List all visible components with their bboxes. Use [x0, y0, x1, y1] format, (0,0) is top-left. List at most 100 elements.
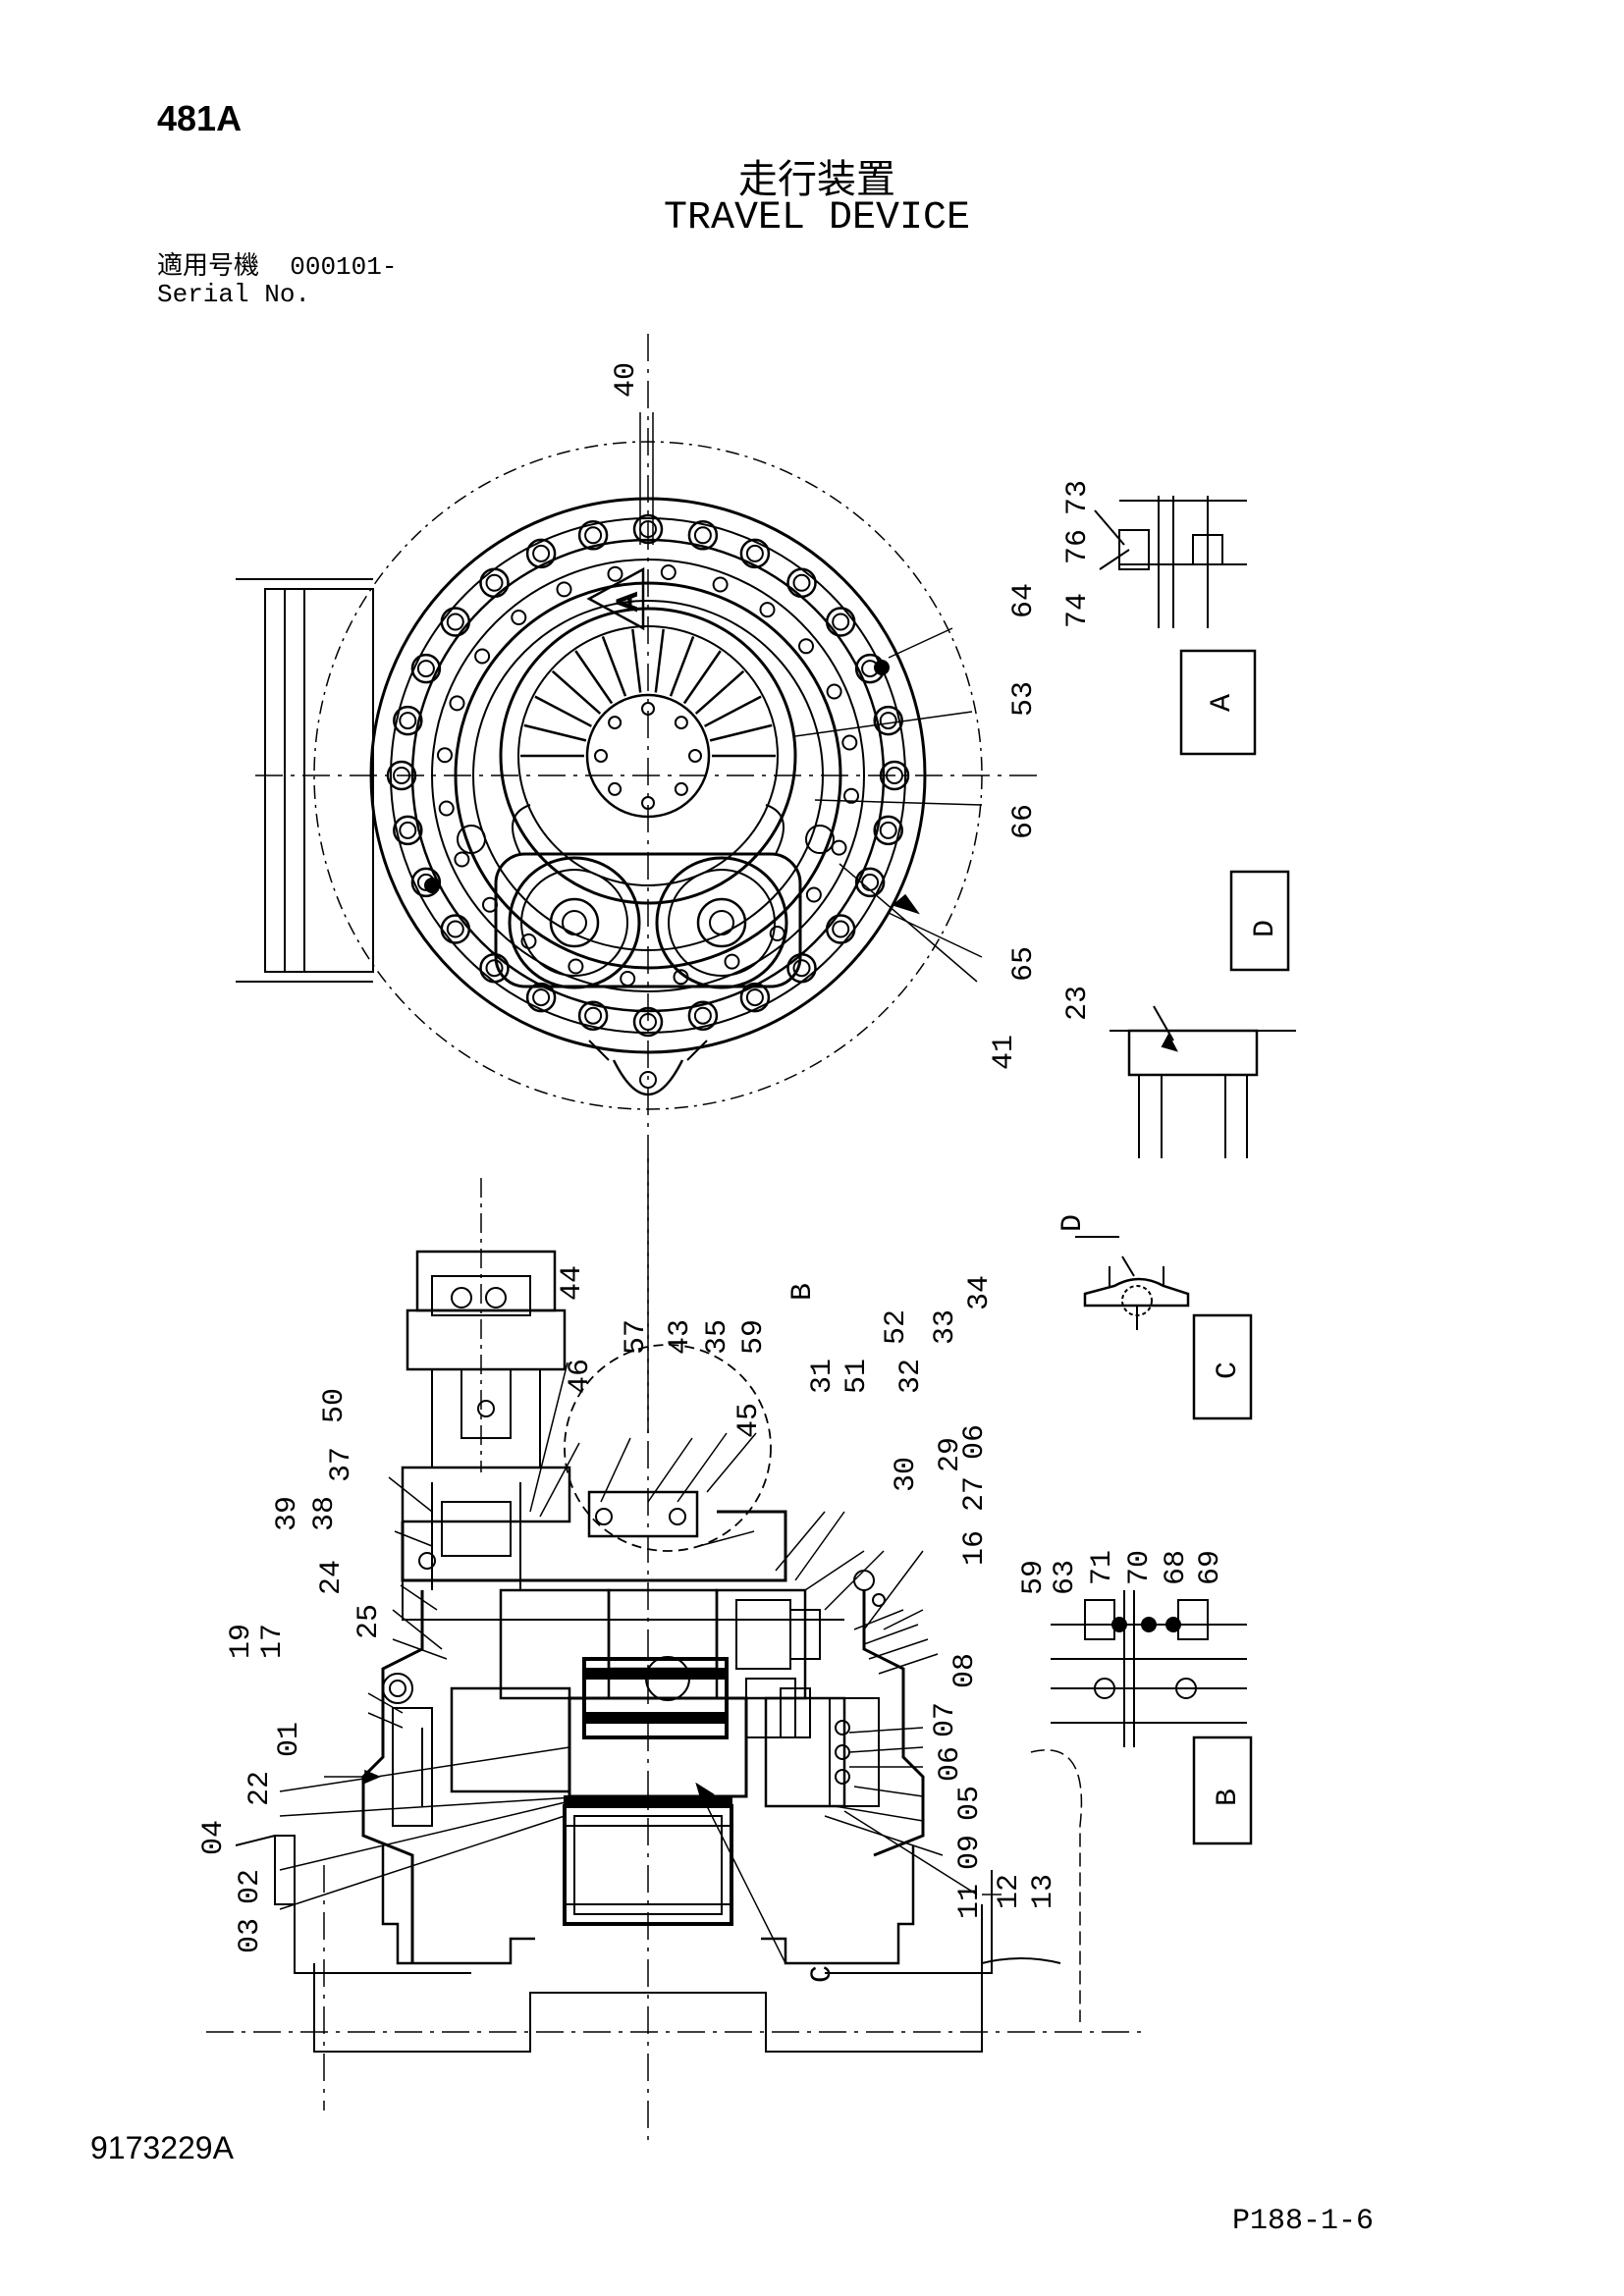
- callout-b-68: 68: [1160, 1550, 1193, 1585]
- hub-bolt: [674, 781, 688, 796]
- flange-bolt-inner: [446, 920, 464, 938]
- ring-bolt: [511, 610, 527, 625]
- flange-bolt-inner: [832, 920, 850, 938]
- flange-bolt-inner: [446, 613, 464, 631]
- callout-b-69: 69: [1194, 1550, 1227, 1585]
- callout-b-70: 70: [1123, 1550, 1157, 1585]
- flange-bolt-inner: [879, 821, 897, 839]
- flange-bolt-inner: [693, 1006, 712, 1025]
- spoke: [574, 650, 614, 705]
- hub-bolt: [594, 749, 608, 763]
- flange-bolt: [825, 607, 856, 637]
- flange-bolt: [393, 705, 423, 736]
- ring-bolt: [841, 734, 858, 751]
- flange-bolt: [739, 982, 771, 1013]
- callout-13: 13: [1027, 1874, 1060, 1909]
- flange-bolt: [786, 567, 817, 599]
- flange-bolt-inner: [792, 959, 811, 978]
- flange-bolt-inner: [584, 526, 603, 545]
- callout-30: 30: [890, 1457, 923, 1492]
- flange-bolt: [687, 1000, 719, 1031]
- callout-b-63: 63: [1049, 1560, 1082, 1595]
- callout-37: 37: [325, 1447, 358, 1482]
- hub-bolt: [641, 702, 655, 716]
- ring-bolt: [607, 565, 623, 582]
- callout-59: 59: [737, 1319, 771, 1355]
- section-marker-b: B: [786, 1283, 820, 1301]
- flange-bolt: [687, 520, 719, 551]
- ring-bolt: [798, 638, 814, 655]
- spoke: [709, 723, 773, 742]
- callout-22: 22: [244, 1771, 277, 1806]
- callout-39: 39: [271, 1496, 304, 1531]
- serial-value: 000101-: [290, 252, 398, 282]
- callout-65: 65: [1007, 946, 1041, 982]
- bolt-circle: [386, 513, 910, 1038]
- hub-bolt: [688, 749, 702, 763]
- spoke: [601, 635, 627, 697]
- callout-31: 31: [806, 1359, 839, 1394]
- flange-bolt-inner: [532, 988, 551, 1007]
- callout-06-upper: 06: [958, 1424, 992, 1460]
- callout-07: 07: [929, 1702, 962, 1737]
- callout-19: 19: [225, 1624, 258, 1659]
- spoke: [704, 695, 762, 727]
- ring-bolt: [805, 886, 822, 903]
- callout-52: 52: [880, 1309, 913, 1345]
- ring-bolt: [712, 576, 729, 593]
- flange-bolt-inner: [485, 959, 504, 978]
- document-number: 9173229A: [90, 2130, 234, 2165]
- flange-bolt-inner: [584, 1006, 603, 1025]
- flange-bolt-inner: [399, 712, 417, 730]
- callout-35: 35: [701, 1319, 734, 1355]
- flange-bolt: [577, 1000, 609, 1031]
- flange-bolt: [577, 520, 609, 551]
- callout-11: 11: [953, 1884, 987, 1919]
- serial-block: 適用号機 000101- Serial No.: [157, 253, 397, 308]
- callout-57: 57: [620, 1319, 653, 1355]
- callout-43: 43: [664, 1319, 697, 1355]
- flange-bolt: [525, 982, 557, 1013]
- callout-b-59: 59: [1017, 1560, 1051, 1595]
- callout-32: 32: [894, 1359, 928, 1394]
- spoke: [682, 650, 722, 705]
- flange-bolt-inner: [393, 767, 410, 784]
- callout-27: 27: [958, 1476, 992, 1512]
- callout-05: 05: [953, 1786, 987, 1821]
- callout-03: 03: [234, 1918, 267, 1953]
- callout-51: 51: [840, 1359, 874, 1394]
- flange-bolt: [393, 815, 423, 846]
- detail-c: [1075, 1236, 1253, 1420]
- callout-34: 34: [963, 1275, 997, 1310]
- spoke: [534, 695, 592, 727]
- flange-bolt: [440, 914, 471, 944]
- spoke: [523, 723, 587, 742]
- detail-a: [1094, 496, 1257, 756]
- flange-bolt: [825, 914, 856, 944]
- callout-44: 44: [556, 1265, 589, 1301]
- title-english: TRAVEL DEVICE: [663, 196, 971, 240]
- flange-bolt: [632, 513, 664, 545]
- ring-bolt: [449, 695, 465, 712]
- callout-17: 17: [256, 1624, 290, 1659]
- callout-24: 24: [315, 1560, 349, 1595]
- callout-labels: 40 64 53 66 65 41 74 76 73 A D 23 D C 59…: [197, 362, 1282, 1983]
- hub-bolt: [641, 796, 655, 810]
- spoke: [551, 669, 602, 715]
- top-view: A: [236, 334, 1041, 1433]
- ring-bolt: [759, 602, 776, 618]
- flange-bolt-inner: [832, 613, 850, 631]
- callout-53: 53: [1007, 681, 1041, 717]
- spoke: [654, 628, 665, 693]
- callout-01: 01: [273, 1722, 306, 1757]
- ring-bolt: [556, 581, 572, 598]
- callout-50: 50: [318, 1388, 352, 1423]
- ring-bolt: [454, 851, 470, 868]
- flange-bolt: [854, 867, 886, 898]
- ring-bolt: [660, 564, 677, 580]
- flange-bolt: [410, 867, 442, 898]
- spoke: [669, 635, 695, 697]
- page-reference: P188-1-6: [1232, 2205, 1375, 2238]
- callout-74: 74: [1061, 593, 1095, 628]
